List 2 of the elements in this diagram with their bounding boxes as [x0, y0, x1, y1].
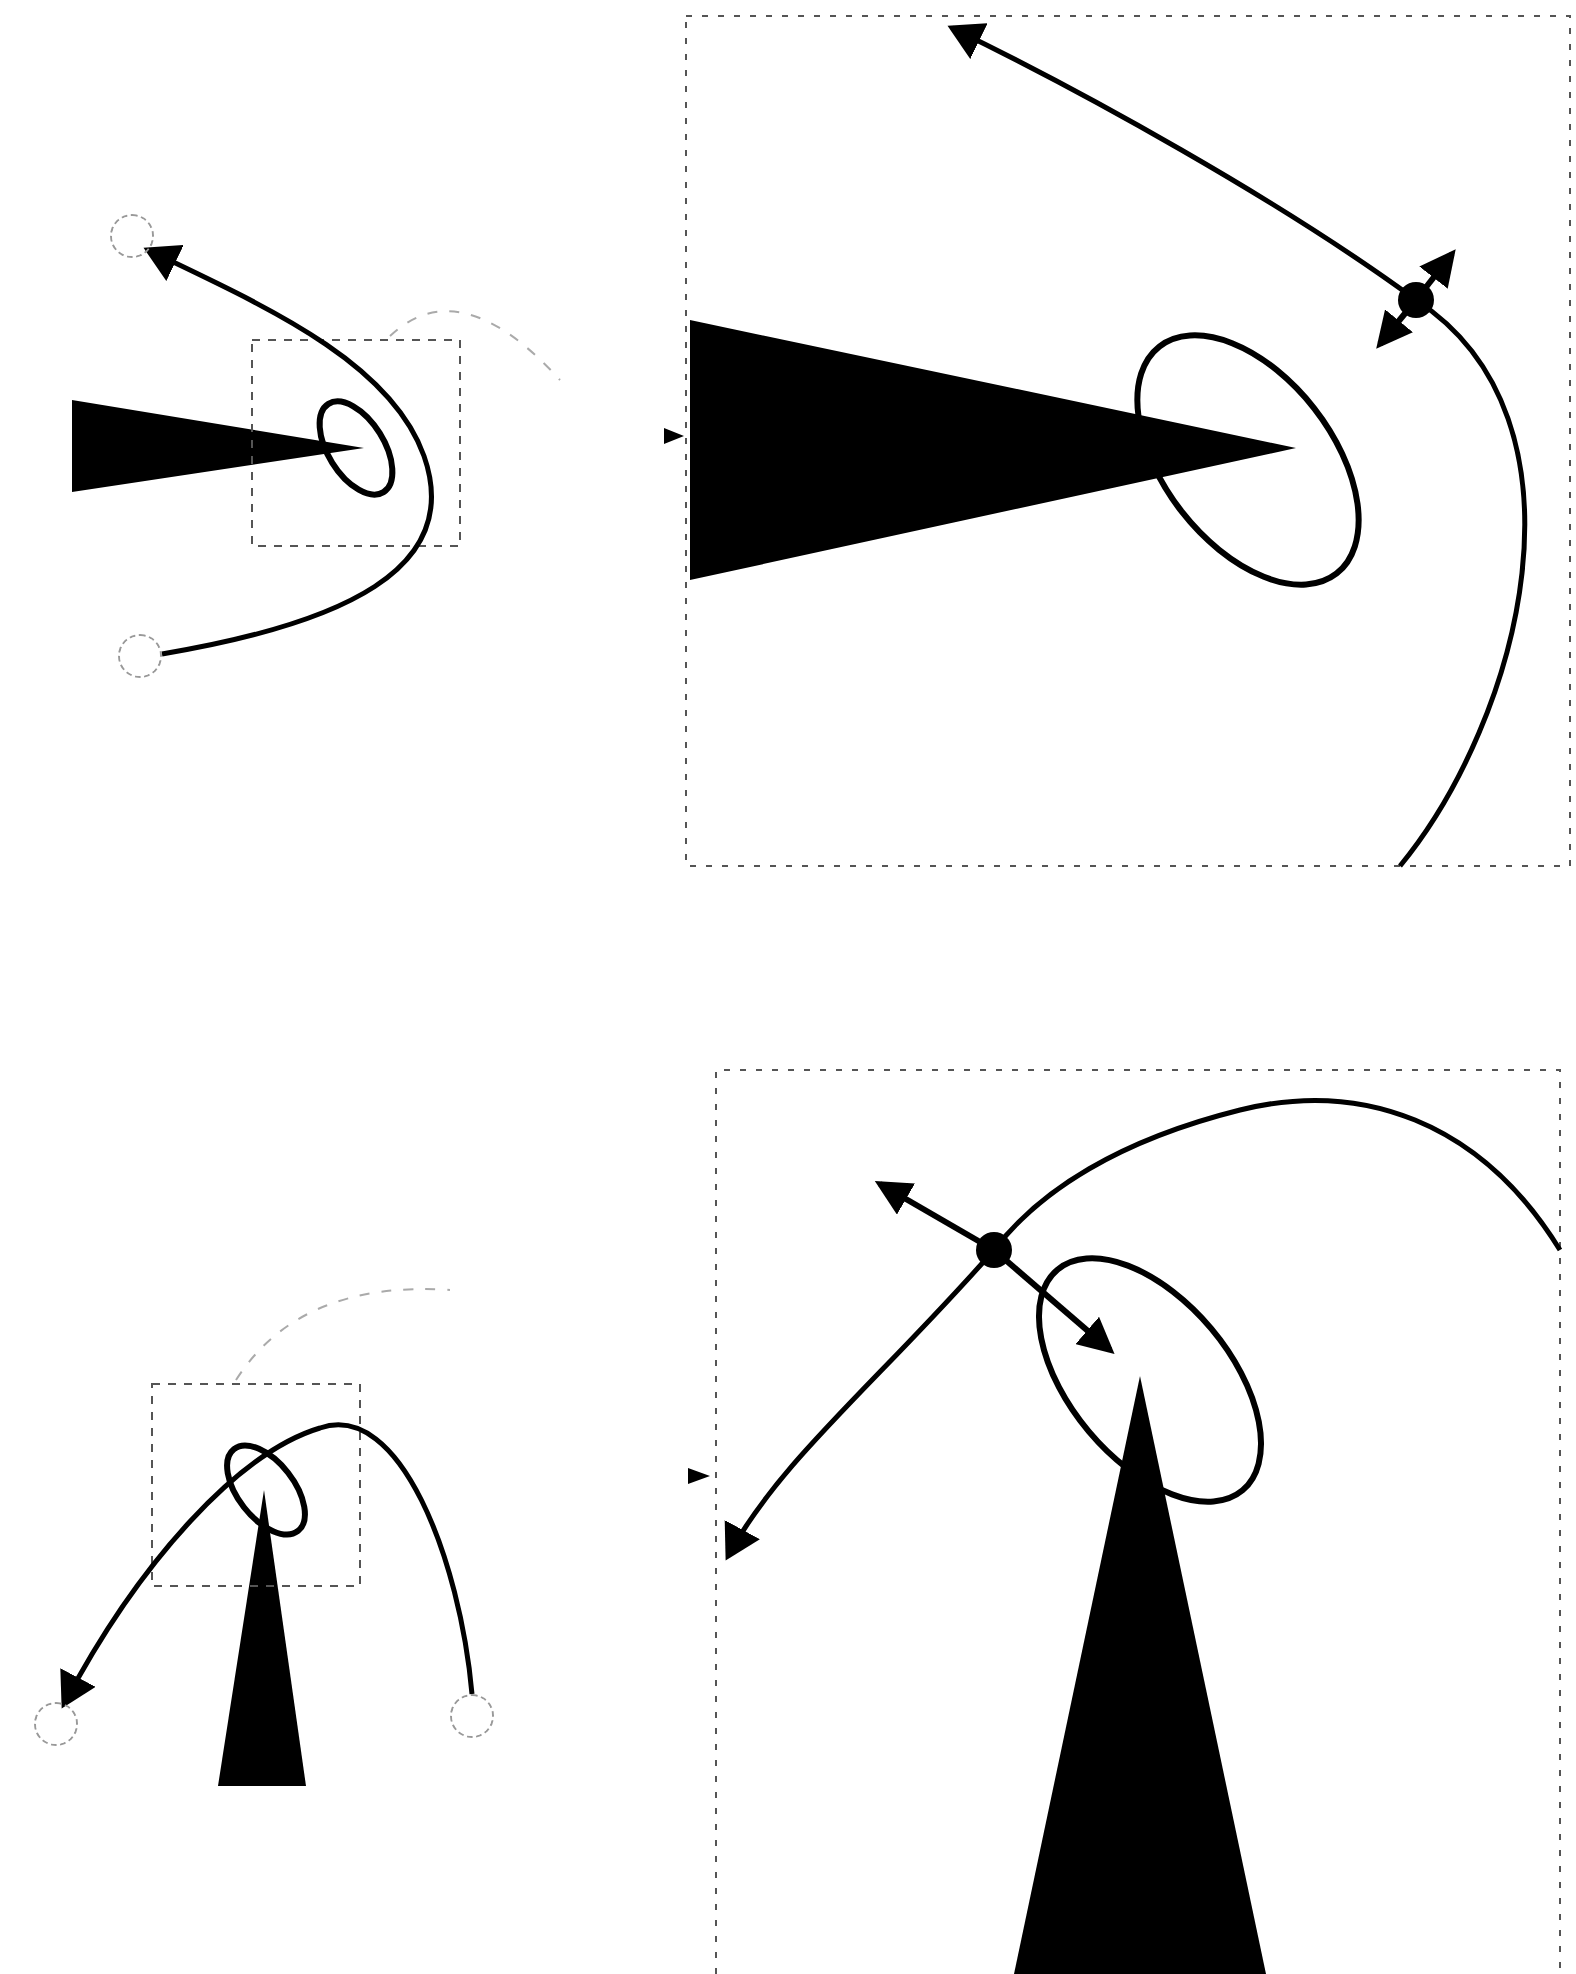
trajectory-arrow: [143, 244, 434, 657]
trajectory-arrow: [61, 1422, 475, 1709]
